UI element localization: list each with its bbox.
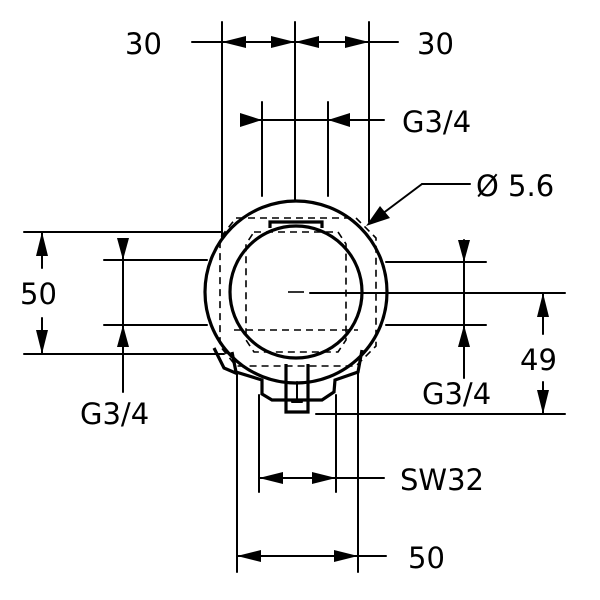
stem-tip-mark — [291, 381, 303, 403]
left-thread-dimension: G3/4 — [80, 238, 149, 431]
valve-body — [203, 199, 389, 414]
top-thread-dimension: G3/4 — [240, 105, 471, 139]
arrow-head — [222, 36, 246, 48]
arrow-head — [366, 206, 390, 226]
dim-top-right-label: 30 — [417, 27, 454, 61]
stem — [284, 364, 310, 414]
arrow-head — [328, 113, 350, 127]
top-dimension: 30 30 — [125, 27, 454, 61]
left-height-dimension: 50 — [20, 231, 57, 355]
arrow-head — [259, 472, 283, 484]
thread-left-label: G3/4 — [80, 397, 149, 431]
horizontal-reference-lines — [23, 231, 566, 415]
dim-right-height-label: 49 — [520, 343, 557, 377]
vertical-reference-lines — [221, 21, 370, 573]
right-thread-dimension: G3/4 — [422, 239, 491, 411]
hole-diameter-label: Ø 5.6 — [476, 169, 554, 203]
wrench-size-label: SW32 — [400, 463, 484, 497]
arrow-head — [240, 113, 262, 127]
bottom-width-dimension: 50 — [236, 541, 445, 575]
arrow-head — [458, 240, 470, 262]
right-height-dimension: 49 — [520, 292, 557, 415]
arrow-head — [36, 232, 48, 256]
inner-bore — [228, 224, 364, 360]
arrow-head — [36, 330, 48, 354]
dim-top-left-label: 30 — [125, 27, 162, 61]
diameter-leader: Ø 5.6 — [366, 169, 554, 226]
dim-bottom-width-label: 50 — [408, 541, 445, 575]
arrow-head — [117, 325, 129, 347]
arrow-head — [458, 325, 470, 347]
hidden-slot — [245, 231, 347, 353]
arrow-head — [295, 36, 319, 48]
arrow-head — [271, 36, 295, 48]
arrow-head — [537, 293, 549, 317]
arrow-head — [237, 550, 261, 562]
thread-top-label: G3/4 — [402, 105, 471, 139]
arrow-head — [537, 390, 549, 414]
top-nub — [268, 220, 324, 228]
left-lobe — [212, 347, 239, 376]
arrow-head — [345, 36, 369, 48]
wrench-size-dimension: SW32 — [258, 463, 484, 497]
dim-left-height-label: 50 — [20, 277, 57, 311]
thread-right-label: G3/4 — [422, 377, 491, 411]
arrow-head — [312, 472, 336, 484]
arrow-head — [117, 238, 129, 260]
arrow-head — [334, 550, 358, 562]
